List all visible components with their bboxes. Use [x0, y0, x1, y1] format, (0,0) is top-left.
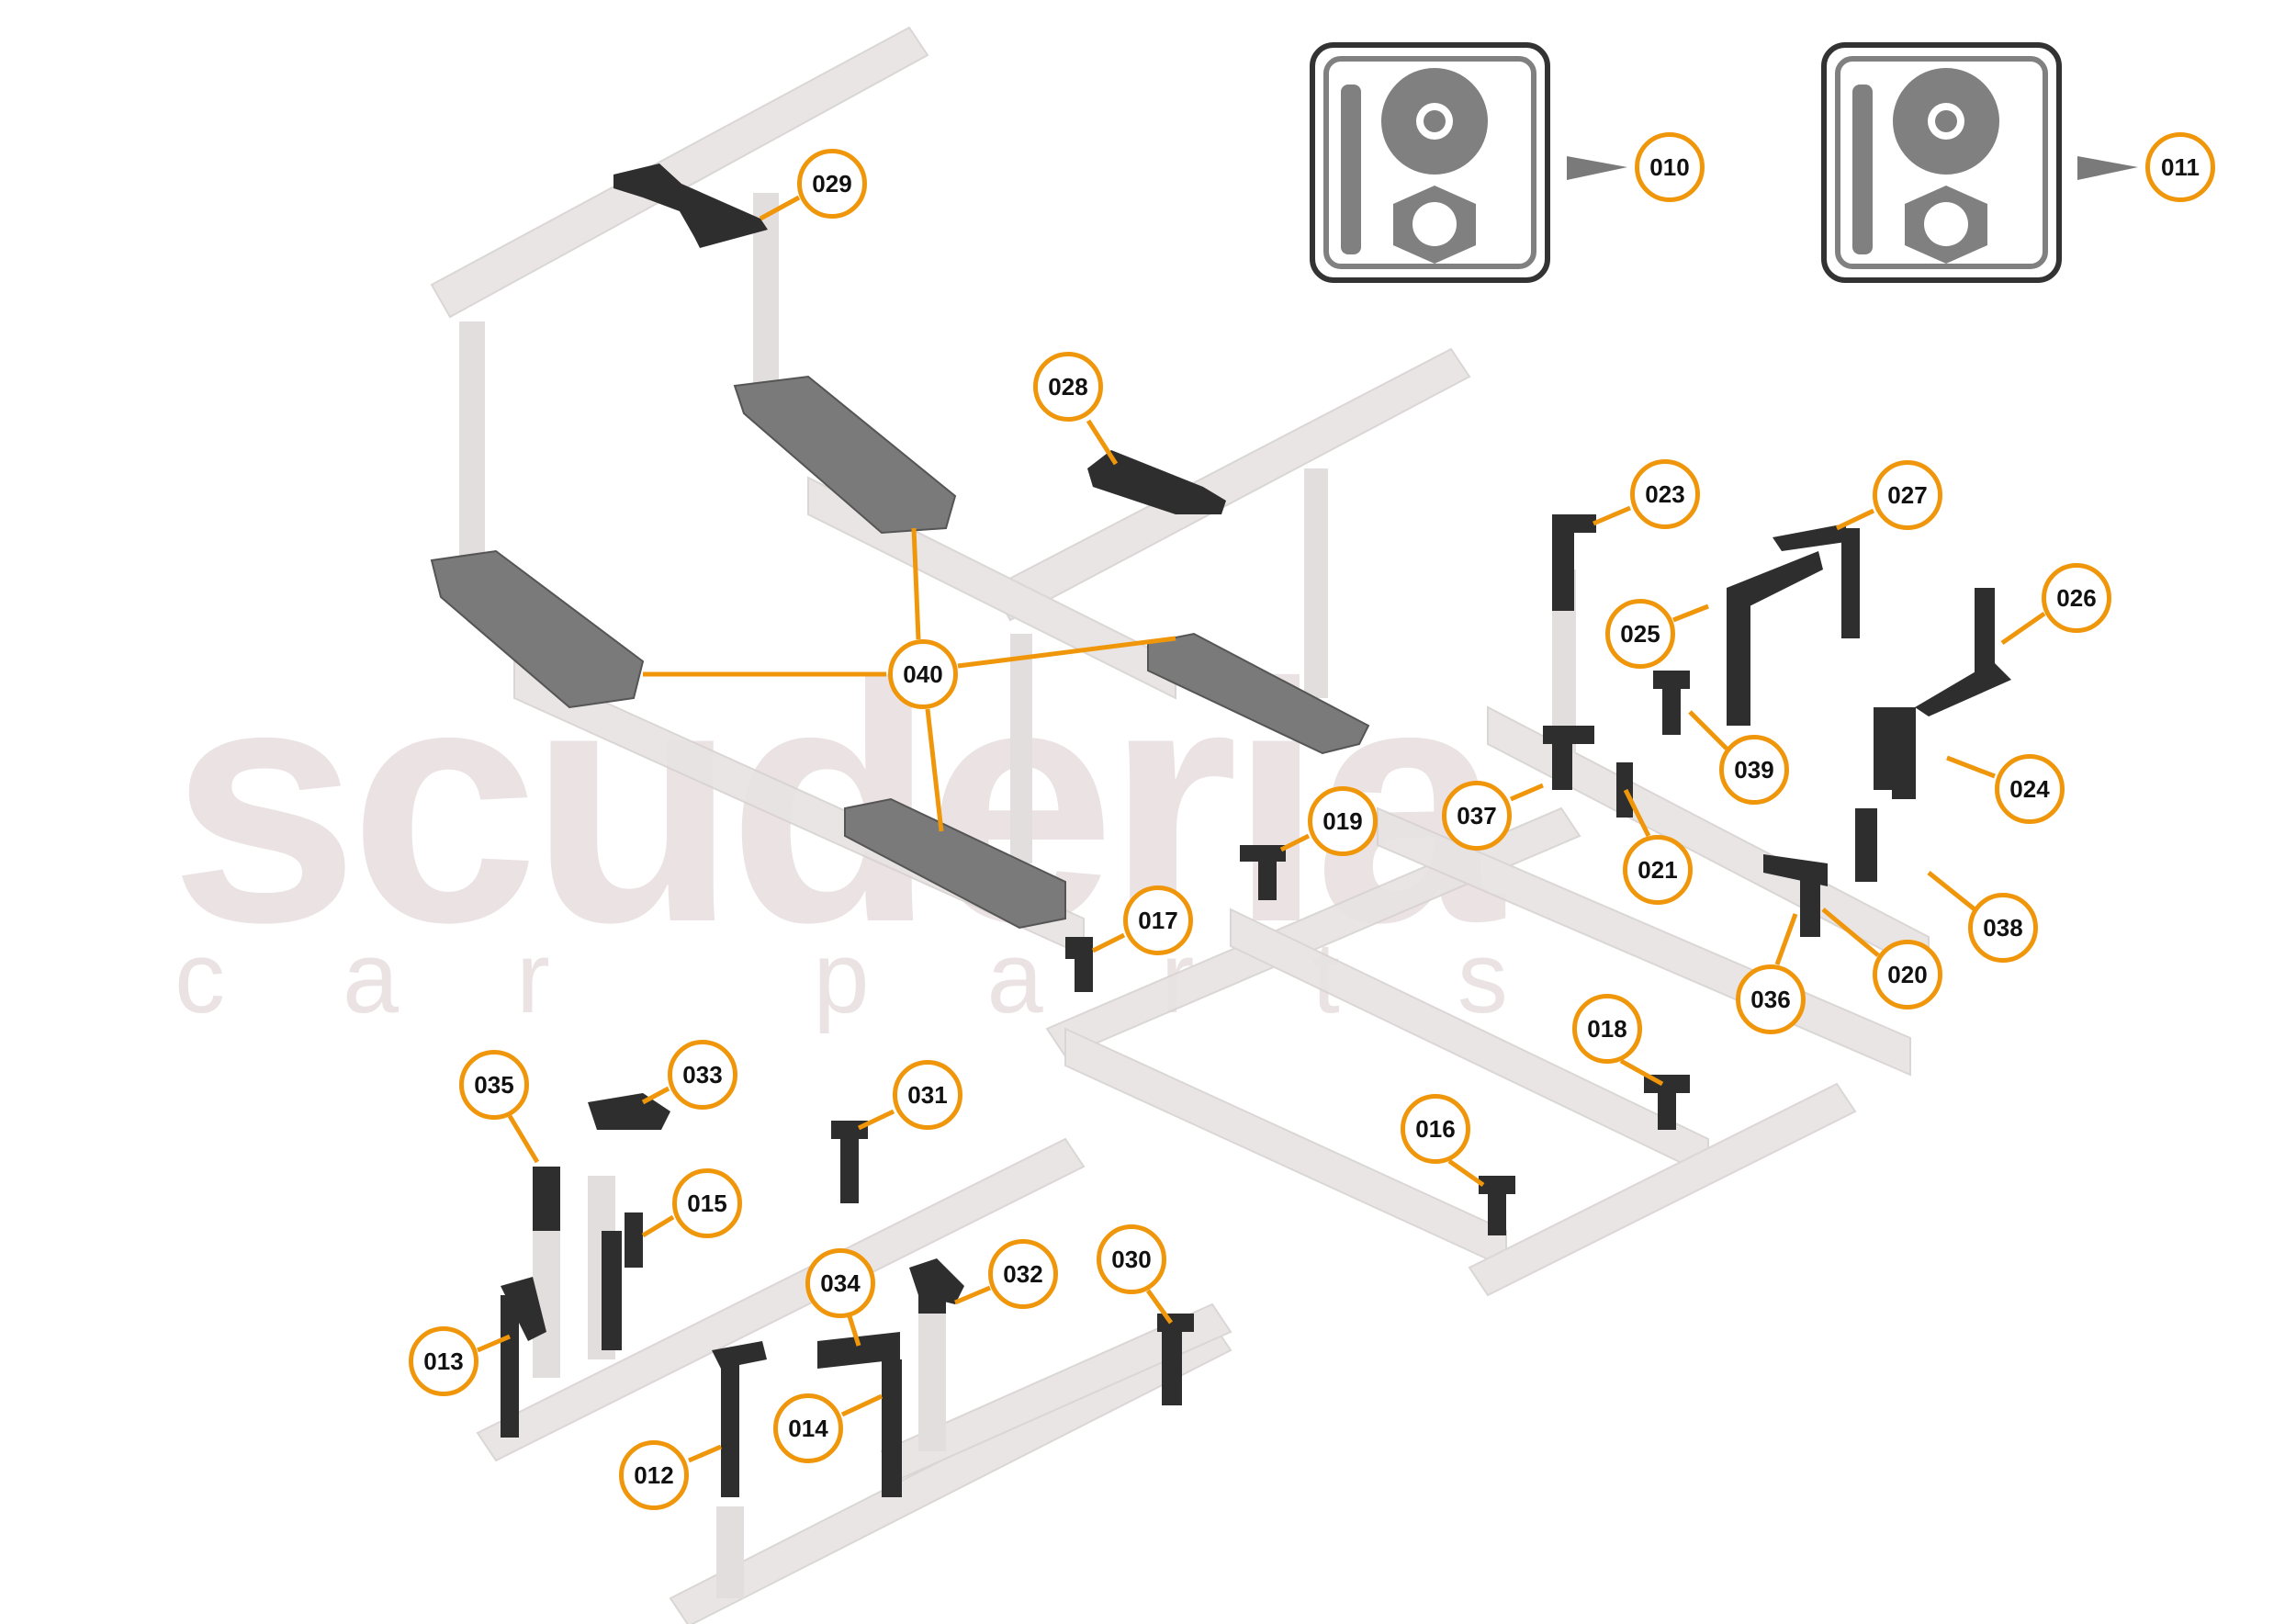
- callout-029[interactable]: 029: [797, 149, 867, 219]
- dark-fixtures: [501, 164, 2011, 1497]
- parts-kit-icon: [1323, 56, 1536, 269]
- callout-038[interactable]: 038: [1968, 893, 2038, 963]
- callout-019[interactable]: 019: [1308, 786, 1378, 856]
- callout-021[interactable]: 021: [1623, 835, 1693, 905]
- callout-032[interactable]: 032: [988, 1239, 1058, 1309]
- parts-kit-011[interactable]: [1821, 42, 2062, 283]
- callout-023[interactable]: 023: [1630, 459, 1700, 529]
- callout-037[interactable]: 037: [1442, 781, 1512, 851]
- callout-026[interactable]: 026: [2042, 563, 2111, 633]
- callout-031[interactable]: 031: [893, 1060, 962, 1130]
- callout-016[interactable]: 016: [1401, 1094, 1470, 1164]
- callout-015[interactable]: 015: [672, 1168, 742, 1238]
- callout-025[interactable]: 025: [1605, 599, 1675, 669]
- callout-024[interactable]: 024: [1995, 754, 2065, 824]
- callout-040[interactable]: 040: [888, 639, 958, 709]
- kit-arrows: [1567, 156, 2138, 180]
- callout-010[interactable]: 010: [1635, 132, 1705, 202]
- callout-012[interactable]: 012: [619, 1440, 689, 1510]
- leader-lines: [477, 195, 2046, 1463]
- callout-020[interactable]: 020: [1873, 940, 1942, 1009]
- callout-017[interactable]: 017: [1123, 885, 1193, 955]
- callout-011[interactable]: 011: [2145, 132, 2215, 202]
- callout-033[interactable]: 033: [668, 1040, 737, 1110]
- part-040-beams: [430, 375, 1370, 930]
- callout-028[interactable]: 028: [1033, 352, 1103, 422]
- callout-030[interactable]: 030: [1097, 1224, 1166, 1294]
- callout-013[interactable]: 013: [409, 1326, 478, 1396]
- parts-kit-010[interactable]: [1310, 42, 1550, 283]
- callout-014[interactable]: 014: [773, 1393, 843, 1463]
- callout-027[interactable]: 027: [1873, 460, 1942, 530]
- parts-kit-icon: [1835, 56, 2048, 269]
- ghost-pillars: [459, 193, 1576, 1598]
- callout-036[interactable]: 036: [1736, 964, 1806, 1034]
- ghost-frame: [430, 26, 1930, 1624]
- callout-035[interactable]: 035: [459, 1050, 529, 1120]
- callout-034[interactable]: 034: [805, 1248, 875, 1318]
- callout-018[interactable]: 018: [1572, 994, 1642, 1064]
- callout-039[interactable]: 039: [1719, 735, 1789, 805]
